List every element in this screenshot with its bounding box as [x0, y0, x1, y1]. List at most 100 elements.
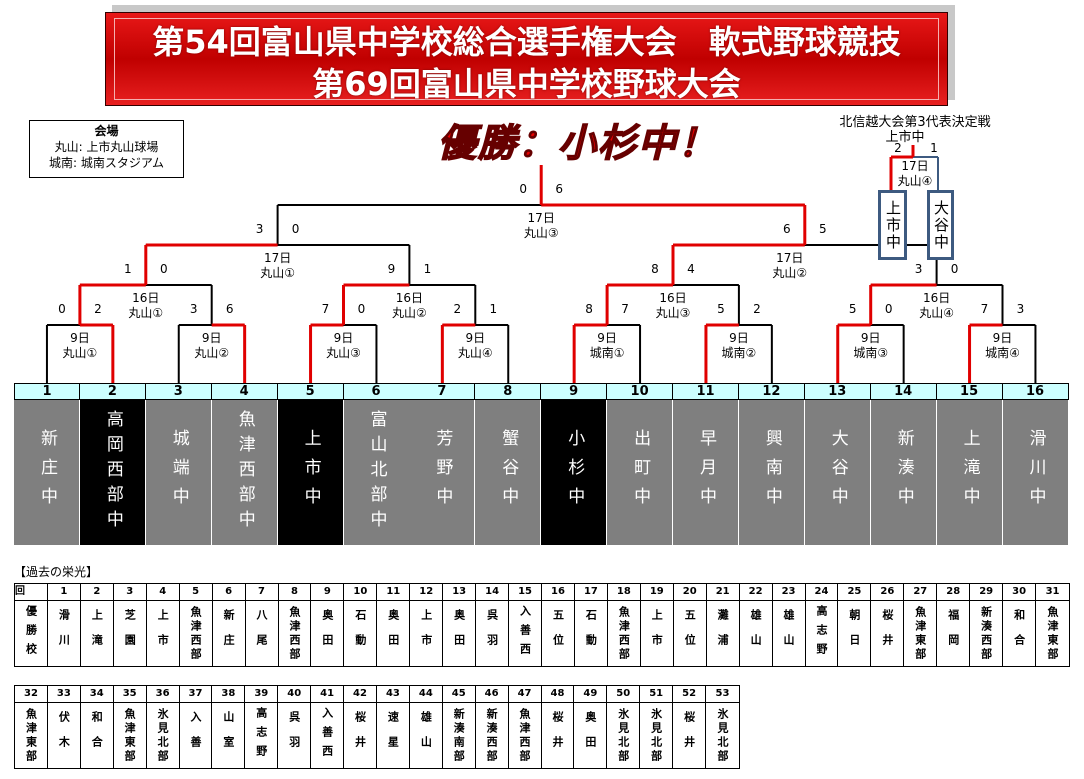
history-round-number: 30	[1003, 584, 1036, 601]
history-cell: 新湊南部	[443, 703, 475, 768]
history-winner-school: 魚津西部	[617, 605, 631, 662]
match-score: 0	[358, 302, 366, 316]
history-winner-school: 和合	[1012, 608, 1026, 659]
team-number: 3	[145, 383, 212, 400]
history-round-number: 29	[970, 584, 1003, 601]
history-cell: 魚津東部	[904, 601, 936, 666]
match-venue: 丸山③	[326, 346, 361, 360]
history-winner-school: 優勝校	[24, 605, 38, 662]
history-round-number: 4	[146, 584, 179, 601]
match-score: 0	[885, 302, 893, 316]
match-score: 3	[256, 222, 264, 236]
history-cell: 五位	[674, 601, 706, 666]
match-date: 9日	[993, 331, 1013, 345]
history-cell: 桜井	[871, 601, 903, 666]
history-round-number: 45	[442, 686, 475, 703]
history-cell: 雄山	[740, 601, 772, 666]
history-round-number: 9	[311, 584, 344, 601]
match-venue: 丸山②	[392, 306, 427, 320]
match-score: 0	[951, 262, 959, 276]
third-place-heading: 北信越大会第3代表決定戦	[839, 115, 991, 130]
history-winner-school: 氷見北部	[156, 707, 170, 764]
history-round-number: 17	[574, 584, 607, 601]
match-venue: 丸山④	[919, 306, 954, 320]
title-line-1: 第54回富山県中学校総合選手権大会 軟式野球競技	[152, 23, 901, 61]
history-round-number: 回	[15, 584, 47, 601]
history-cell: 新湊西部	[476, 703, 508, 768]
history-column: 9 奥田	[311, 584, 345, 666]
history-round-number: 16	[542, 584, 574, 601]
history-cell: 石動	[344, 601, 376, 666]
history-cell: 魚津東部	[15, 703, 47, 768]
team-cell: 魚津西部中	[211, 400, 278, 545]
third-place-score: 2	[894, 141, 902, 155]
history-round-number: 27	[904, 584, 937, 601]
history-column: 回優勝校	[15, 584, 48, 666]
match-date: 16日	[132, 291, 159, 305]
history-cell: 呉羽	[278, 703, 310, 768]
match-score: 0	[292, 222, 300, 236]
history-cell: 桜井	[673, 703, 705, 768]
team-number: 15	[936, 383, 1003, 400]
history-cell: 速星	[377, 703, 409, 768]
history-cell: 上市	[410, 601, 442, 666]
match-venue: 丸山②	[772, 266, 807, 280]
team-cell: 蟹谷中	[475, 400, 542, 545]
history-winner-school: 桜井	[550, 710, 564, 761]
team-number: 2	[79, 383, 146, 400]
history-heading: 【過去の栄光】	[14, 565, 99, 579]
history-cell: 朝日	[838, 601, 870, 666]
history-cell: 氷見北部	[607, 703, 639, 768]
history-winner-school: 上滝	[90, 608, 104, 659]
match-venue: 城南③	[853, 345, 888, 360]
team-number: 10	[607, 383, 674, 400]
history-winner-school: 奥田	[386, 608, 400, 659]
history-round-number: 21	[706, 584, 739, 601]
match-score: 7	[322, 302, 330, 316]
history-cell: 福岡	[937, 601, 969, 666]
history-round-number: 50	[607, 686, 640, 703]
history-winner-school: 入善西	[320, 707, 334, 764]
history-cell: 八尾	[246, 601, 278, 666]
team-cell: 新湊中	[870, 400, 937, 545]
history-winner-school: 桜井	[880, 608, 894, 659]
match-score: 1	[124, 262, 132, 276]
history-winner-school: 伏木	[57, 710, 71, 761]
match-venue: 丸山③	[524, 226, 559, 240]
history-cell: 灘浦	[707, 601, 739, 666]
history-winner-school: 奥田	[320, 608, 334, 659]
team-cell: 早月中	[673, 400, 739, 545]
history-cell: 氷見北部	[640, 703, 672, 768]
team-cell: 上滝中	[936, 400, 1003, 545]
team-cell: 城端中	[145, 400, 212, 545]
history-round-number: 13	[443, 584, 476, 601]
third-place-venue: 丸山④	[898, 174, 933, 188]
history-round-number: 14	[476, 584, 509, 601]
history-round-number: 3	[113, 584, 146, 601]
history-round-number: 39	[245, 686, 278, 703]
history-round-number: 19	[640, 584, 673, 601]
history-cell: 奥田	[574, 703, 606, 768]
history-winner-school: 入善西	[518, 605, 532, 662]
history-winner-school: 速星	[386, 710, 400, 761]
history-round-number: 49	[574, 686, 607, 703]
